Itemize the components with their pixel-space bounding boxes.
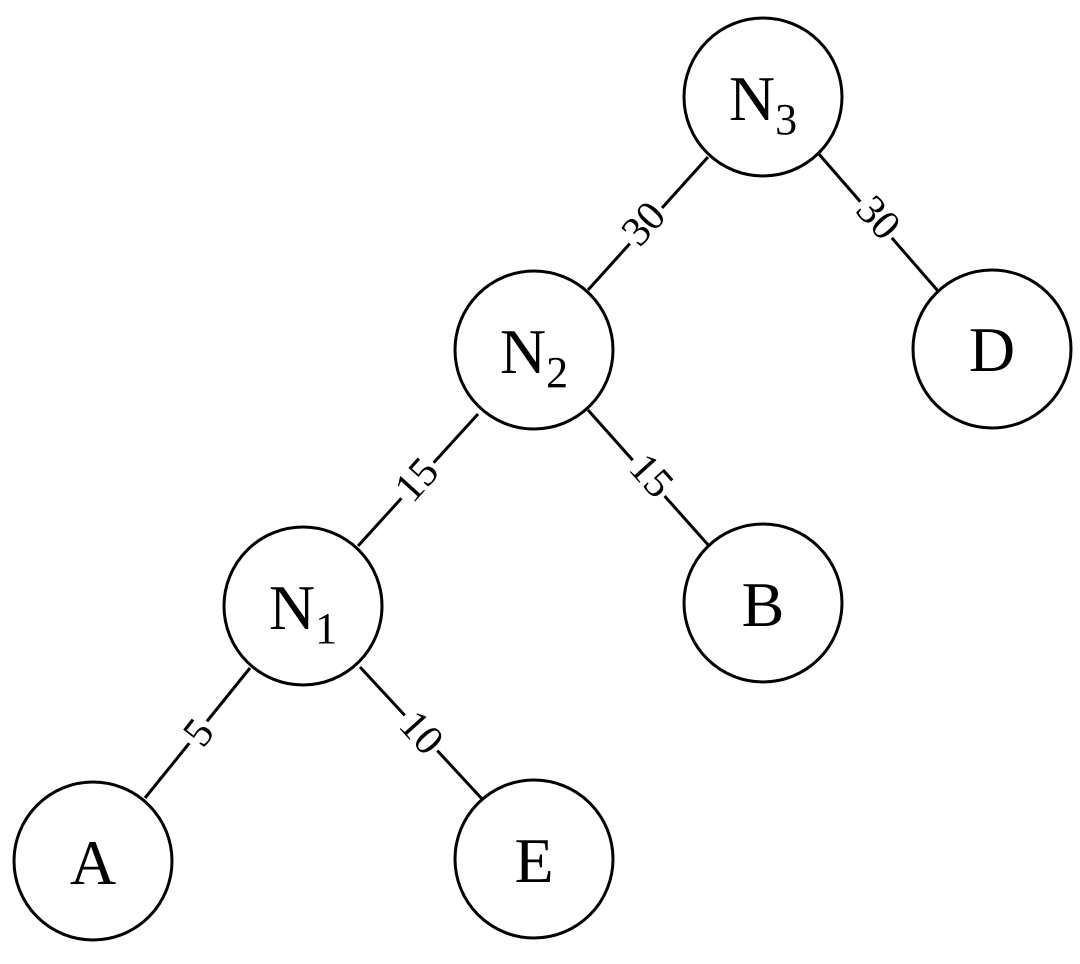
node-e-label: E — [514, 825, 553, 896]
node-a-label: A — [70, 827, 116, 898]
nodes: N3 N2 D N1 B A E — [12, 16, 1073, 942]
node-n1-label: N1 — [269, 572, 337, 653]
node-e: E — [453, 778, 615, 940]
node-a: A — [12, 780, 174, 942]
node-n2-label: N2 — [500, 316, 568, 397]
node-b: B — [682, 522, 844, 684]
node-d-label: D — [969, 314, 1015, 385]
node-d: D — [911, 268, 1073, 430]
node-b-label: B — [742, 569, 785, 640]
edges — [143, 152, 940, 802]
node-n1: N1 — [222, 525, 384, 687]
node-n2: N2 — [453, 269, 615, 431]
node-n3: N3 — [682, 16, 844, 178]
node-n3-label: N3 — [729, 63, 797, 144]
